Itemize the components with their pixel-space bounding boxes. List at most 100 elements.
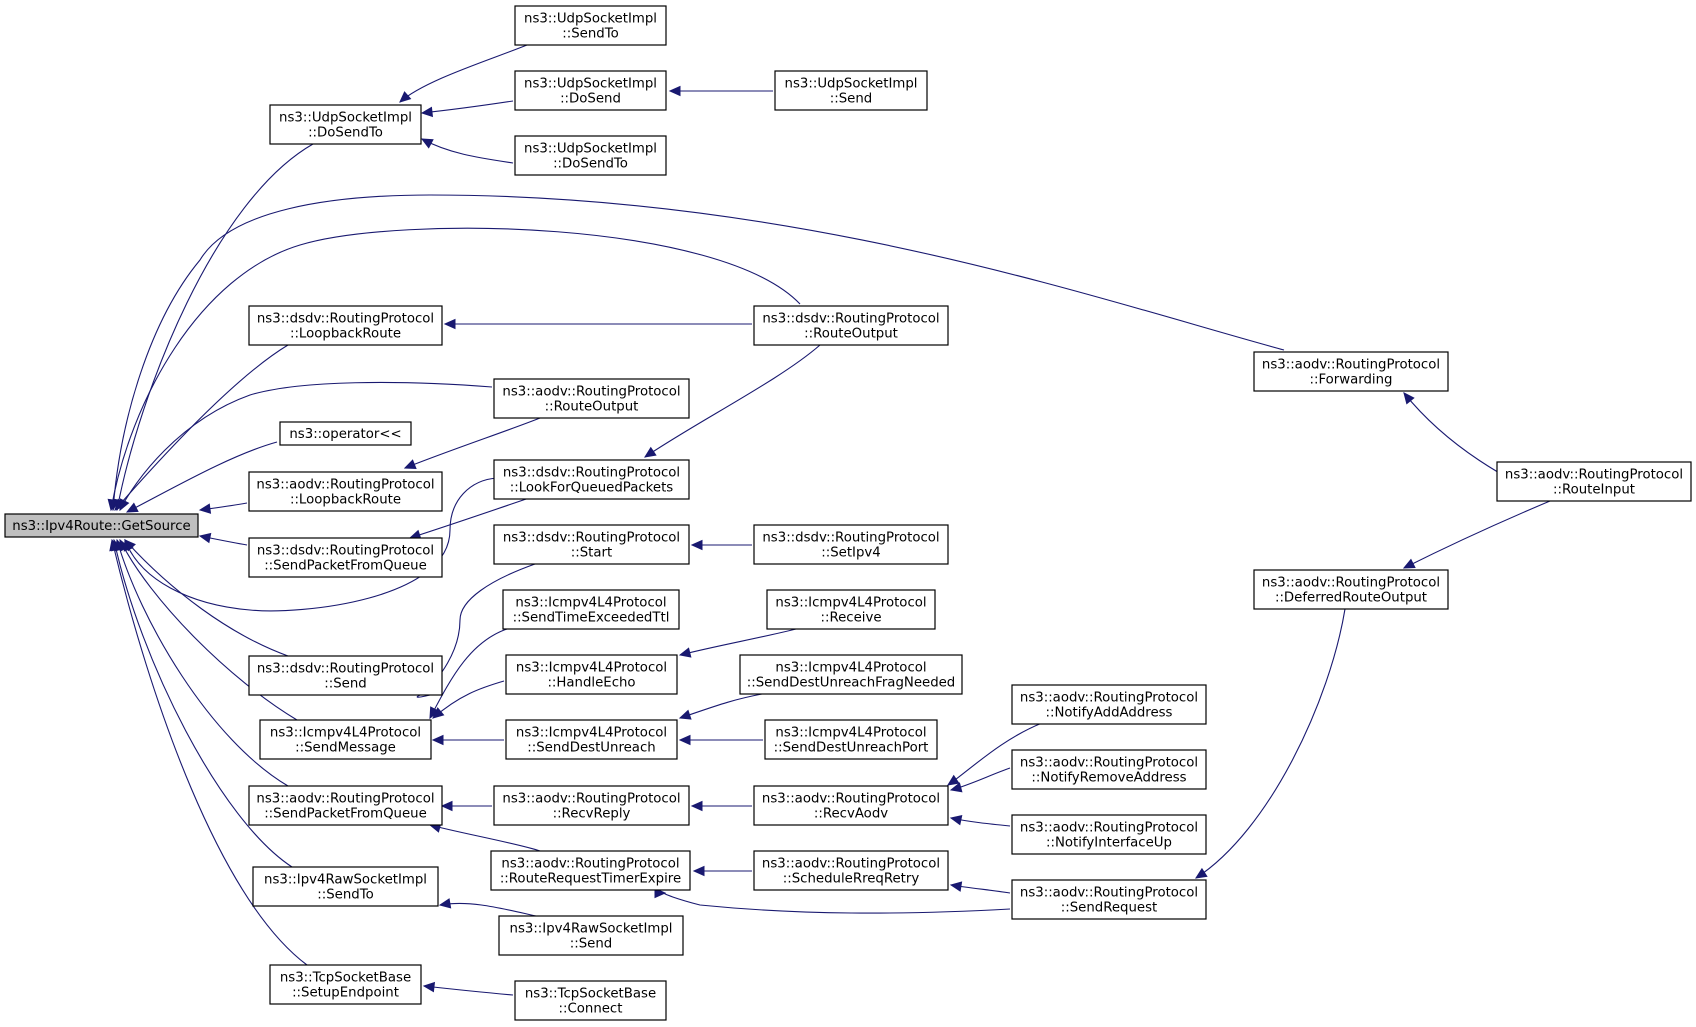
node-udp-dosendto2[interactable]: ns3::UdpSocketImpl::DoSendTo <box>514 135 667 176</box>
edge-arrowhead <box>109 538 120 552</box>
node-label-class: ns3::Icmpv4L4Protocol <box>270 726 421 741</box>
node-box <box>248 537 443 578</box>
node-label-method: ::Send <box>830 92 872 107</box>
edge-aodv_sendrequest-to-aodv_schedule <box>949 881 1011 894</box>
edge-line <box>124 477 498 612</box>
edge-arrowhead <box>198 532 212 544</box>
node-dsdv-setipv4[interactable]: ns3::dsdv::RoutingProtocol::SetIpv4 <box>753 524 949 565</box>
edge-line <box>399 44 528 103</box>
edge-line <box>644 344 821 458</box>
node-label-class: ns3::aodv::RoutingProtocol <box>1262 358 1440 373</box>
node-tcp-connect[interactable]: ns3::TcpSocketBase::Connect <box>514 980 667 1021</box>
node-box <box>774 70 928 111</box>
node-label-class: ns3::UdpSocketImpl <box>524 142 657 157</box>
edge-arrowhead <box>438 898 452 909</box>
node-label-method: ::RouteRequestTimerExpire <box>500 872 681 887</box>
node-aodv-notifyif[interactable]: ns3::aodv::RoutingProtocol::NotifyInterf… <box>1011 814 1207 855</box>
edge-arrowhead <box>440 800 453 812</box>
node-raw-send[interactable]: ns3::Ipv4RawSocketImpl::Send <box>498 915 684 956</box>
edge-arrowhead <box>668 85 681 97</box>
node-raw-sendto[interactable]: ns3::Ipv4RawSocketImpl::SendTo <box>252 866 439 907</box>
node-dsdv-sendpkt[interactable]: ns3::dsdv::RoutingProtocol::SendPacketFr… <box>248 537 443 578</box>
node-aodv-loopback[interactable]: ns3::aodv::RoutingProtocol::LoopbackRout… <box>248 471 443 512</box>
node-icmp-fragneeded[interactable]: ns3::Icmpv4L4Protocol::SendDestUnreachFr… <box>739 654 963 695</box>
node-box <box>498 915 684 956</box>
node-icmp-receive[interactable]: ns3::Icmpv4L4Protocol::Receive <box>766 589 936 630</box>
edge-arrowhead <box>946 774 960 786</box>
node-label-method: ::SendTimeExceededTtl <box>513 611 670 626</box>
edge-arrowhead <box>403 459 417 469</box>
node-udp-sendto[interactable]: ns3::UdpSocketImpl::SendTo <box>514 5 667 46</box>
edge-arrowhead <box>949 815 963 826</box>
edge-arrowhead <box>678 734 691 746</box>
node-tcp-setup[interactable]: ns3::TcpSocketBase::SetupEndpoint <box>269 964 422 1005</box>
node-operator[interactable]: ns3::operator<< <box>279 421 412 446</box>
node-box <box>764 719 938 760</box>
nodes-layer: ns3::Ipv4Route::GetSource ns3::UdpSocketI… <box>4 5 1692 1021</box>
edge-icmp_receive-to-icmp_handleecho <box>678 628 797 658</box>
node-udp-dosendto[interactable]: ns3::UdpSocketImpl::DoSendTo <box>269 104 422 145</box>
node-label-class: ns3::dsdv::RoutingProtocol <box>503 466 680 481</box>
edge-line <box>110 227 801 511</box>
node-box <box>1011 684 1207 725</box>
node-label-class: ns3::aodv::RoutingProtocol <box>1020 821 1198 836</box>
node-label-method: ::DoSend <box>560 92 621 107</box>
edge-aodv_routeinput-to-aodv_deferred <box>1402 500 1551 569</box>
node-box <box>1011 749 1207 790</box>
edge-udp_dosend-to-udp_dosendto <box>420 100 514 118</box>
node-udp-send[interactable]: ns3::UdpSocketImpl::Send <box>774 70 928 111</box>
edge-aodv_rrtimer-to-aodv_sendpkt <box>428 822 541 852</box>
node-box <box>493 459 690 500</box>
node-icmp-sendtime[interactable]: ns3::Icmpv4L4Protocol::SendTimeExceededT… <box>502 589 680 630</box>
node-label-method: ::LoopbackRoute <box>290 327 401 342</box>
node-dsdv-send[interactable]: ns3::dsdv::RoutingProtocol::Send <box>248 655 443 696</box>
node-icmp-handleecho[interactable]: ns3::Icmpv4L4Protocol::HandleEcho <box>505 654 678 695</box>
node-aodv-routeinput[interactable]: ns3::aodv::RoutingProtocol::RouteInput <box>1496 461 1692 502</box>
node-label-method: ::SendTo <box>317 888 373 903</box>
node-aodv-notifyremove[interactable]: ns3::aodv::RoutingProtocol::NotifyRemove… <box>1011 749 1207 790</box>
edge-line <box>423 985 514 996</box>
node-dsdv-loopback[interactable]: ns3::dsdv::RoutingProtocol::LoopbackRout… <box>248 305 443 346</box>
edge-line <box>679 693 763 719</box>
node-label-method: ::NotifyInterfaceUp <box>1046 836 1172 851</box>
node-aodv-deferred[interactable]: ns3::aodv::RoutingProtocol::DeferredRout… <box>1253 569 1449 610</box>
edge-line <box>126 441 278 513</box>
edge-aodv_sendrequest-to-aodv_rrtimer <box>654 887 1011 914</box>
node-aodv-routeoutput[interactable]: ns3::aodv::RoutingProtocol::RouteOutput <box>493 378 690 419</box>
node-icmp-destport[interactable]: ns3::Icmpv4L4Protocol::SendDestUnreachPo… <box>764 719 938 760</box>
node-aodv-schedule[interactable]: ns3::aodv::RoutingProtocol::ScheduleRreq… <box>753 850 949 891</box>
node-label-method: ::NotifyAddAddress <box>1046 706 1173 721</box>
node-aodv-recvaodv[interactable]: ns3::aodv::RoutingProtocol::RecvAodv <box>753 785 949 826</box>
node-label-class: ns3::dsdv::RoutingProtocol <box>762 312 939 327</box>
node-aodv-notifyadd[interactable]: ns3::aodv::RoutingProtocol::NotifyAddAdd… <box>1011 684 1207 725</box>
node-dsdv-routeoutput[interactable]: ns3::dsdv::RoutingProtocol::RouteOutput <box>753 305 949 346</box>
edge-arrowhead <box>119 498 130 512</box>
node-label-class: ns3::dsdv::RoutingProtocol <box>762 531 939 546</box>
node-label-method: ::SendPacketFromQueue <box>264 807 427 822</box>
node-box <box>259 719 432 760</box>
node-aodv-recvreply[interactable]: ns3::aodv::RoutingProtocol::RecvReply <box>493 785 690 826</box>
node-label-class: ns3::dsdv::RoutingProtocol <box>257 312 434 327</box>
node-box <box>493 785 690 826</box>
edge-line <box>663 892 1011 914</box>
edge-line <box>116 143 314 511</box>
edge-operator-to-root <box>125 441 278 513</box>
node-aodv-sendrequest[interactable]: ns3::aodv::RoutingProtocol::SendRequest <box>1011 879 1207 920</box>
node-icmp-sendmessage[interactable]: ns3::Icmpv4L4Protocol::SendMessage <box>259 719 432 760</box>
edge-aodv_notifyadd-to-aodv_recvaodv <box>946 722 1043 786</box>
node-icmp-destunreach[interactable]: ns3::Icmpv4L4Protocol::SendDestUnreach <box>505 719 678 760</box>
node-label-class: ns3::Icmpv4L4Protocol <box>516 726 667 741</box>
node-root[interactable]: ns3::Ipv4Route::GetSource <box>4 513 199 538</box>
node-box <box>269 964 422 1005</box>
edge-icmp_destunreach-to-icmp_sendmessage <box>431 734 505 746</box>
node-aodv-forwarding[interactable]: ns3::aodv::RoutingProtocol::Forwarding <box>1253 351 1449 392</box>
node-dsdv-start[interactable]: ns3::dsdv::RoutingProtocol::Start <box>493 524 690 565</box>
edge-arrowhead <box>431 734 444 746</box>
node-aodv-sendpkt[interactable]: ns3::aodv::RoutingProtocol::SendPacketFr… <box>248 785 443 826</box>
node-label-class: ns3::operator<< <box>289 427 401 442</box>
node-box <box>505 719 678 760</box>
node-aodv-rrtimer[interactable]: ns3::aodv::RoutingProtocol::RouteRequest… <box>490 850 691 891</box>
node-dsdv-lookfor[interactable]: ns3::dsdv::RoutingProtocol::LookForQueue… <box>493 459 690 500</box>
node-label-class: ns3::dsdv::RoutingProtocol <box>257 544 434 559</box>
node-udp-dosend[interactable]: ns3::UdpSocketImpl::DoSend <box>514 70 667 111</box>
